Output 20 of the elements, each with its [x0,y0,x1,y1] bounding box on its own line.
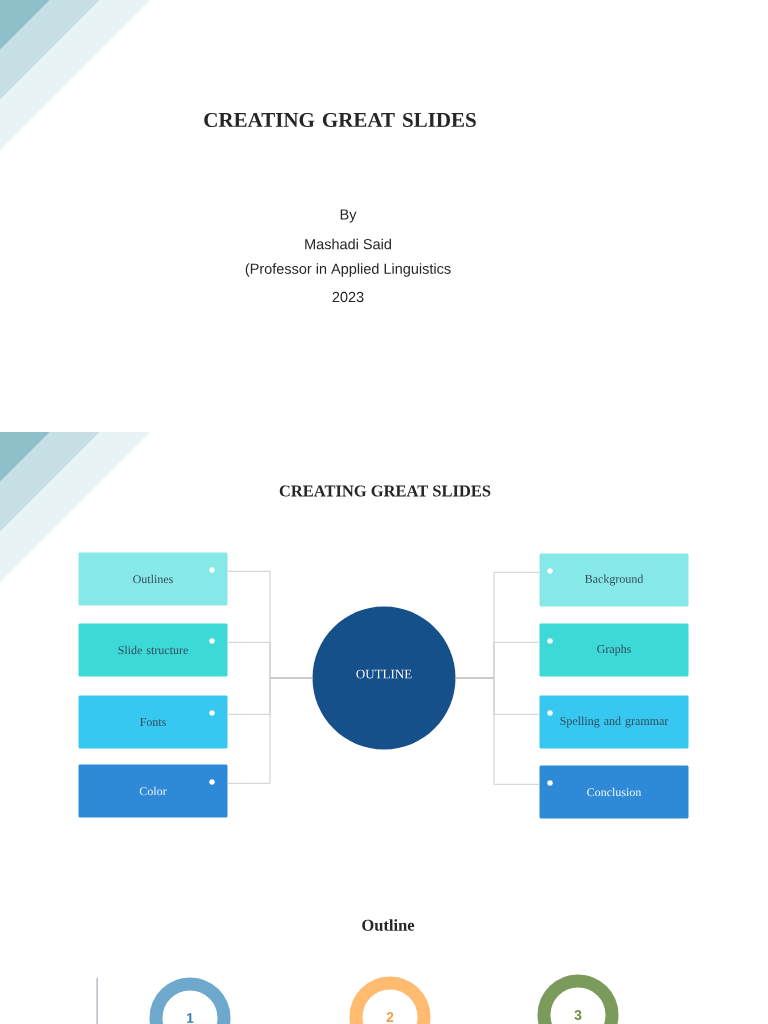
topic-box: Spelling and grammar [539,695,689,749]
topic-box: Background [539,553,689,607]
byline-text: Mashadi Said [305,238,391,250]
title: CREATING GREAT SLIDES [204,112,476,128]
byline-text: By [340,209,357,223]
slide-title: Outline [362,919,415,931]
connector-line [455,677,540,785]
topic-box: Conclusion [539,765,689,819]
topic-box: Fonts [78,695,228,749]
topic-box: Slide structure [78,623,228,677]
numbered-ring: 1 [149,977,231,1024]
numbered-ring: 3 [537,974,619,1024]
numbered-ring: 2 [349,976,431,1024]
topic-box: Color [78,764,228,818]
topic-box: Graphs [539,623,689,677]
connector-line [227,677,313,784]
topic-box: Outlines [78,552,228,606]
slide-title: CREATING GREAT SLIDES [279,485,491,497]
byline-text: (Professor in Applied Linguistics [245,263,451,277]
byline-text: 2023 [332,291,364,303]
